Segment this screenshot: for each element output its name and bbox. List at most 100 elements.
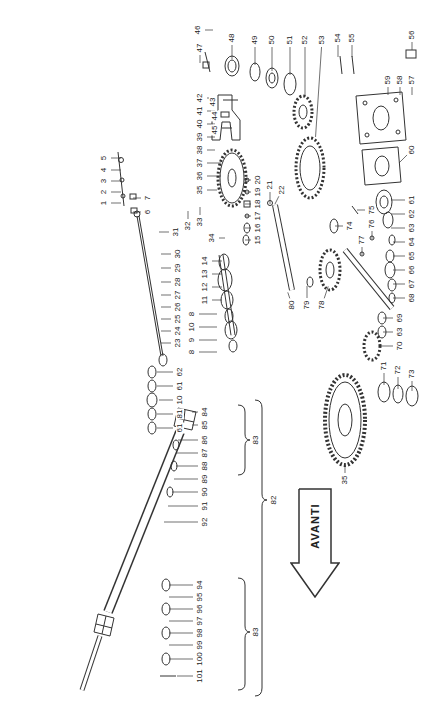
callout-number: 80 xyxy=(288,300,296,311)
callout-number: 16 xyxy=(254,223,262,234)
leader-line xyxy=(357,210,365,211)
callout-number: 73 xyxy=(408,369,416,380)
leader-line xyxy=(169,645,193,646)
leader-line xyxy=(212,274,222,275)
callout-number: 99 xyxy=(196,640,204,651)
leader-line xyxy=(207,150,215,151)
leader-line xyxy=(412,42,413,50)
direction-arrow: AVANTI xyxy=(290,488,340,598)
leader-line xyxy=(161,307,171,308)
main-shaft xyxy=(218,254,237,352)
leader-line xyxy=(352,45,353,57)
leader-line xyxy=(157,372,173,373)
callout-number: 74 xyxy=(346,221,354,232)
leader-line xyxy=(270,192,271,204)
leader-line xyxy=(188,211,189,219)
callout-number: 89 xyxy=(201,474,209,485)
callout-number: 68 xyxy=(408,293,416,304)
arrow-label: AVANTI xyxy=(309,503,321,548)
callout-number: 25 xyxy=(174,314,182,325)
callout-number: 41 xyxy=(196,106,204,117)
callout-number: 51 xyxy=(286,35,294,46)
callout-number: 56 xyxy=(408,30,416,41)
leader-line xyxy=(288,292,290,298)
leader-line xyxy=(388,87,389,95)
leader-line xyxy=(199,352,217,353)
leader-line xyxy=(157,428,173,429)
callout-number: 94 xyxy=(196,580,204,591)
leader-line xyxy=(393,270,405,271)
leader-line xyxy=(400,87,401,95)
callout-number: 54 xyxy=(334,33,342,44)
callout-number: 77 xyxy=(358,235,366,246)
callout-number: 4 xyxy=(100,167,108,173)
callout-number: 101 xyxy=(196,668,204,683)
leader-line xyxy=(372,231,373,239)
callout-number: 3 xyxy=(100,178,108,184)
callout-number: 92 xyxy=(201,517,209,528)
leader-line xyxy=(324,286,328,298)
leader-line xyxy=(272,47,273,71)
leader-line xyxy=(172,492,198,493)
leader-line xyxy=(159,232,169,233)
callout-number: 72 xyxy=(394,365,402,376)
callout-number: 71 xyxy=(380,361,388,372)
leader-line xyxy=(212,287,222,288)
callout-number: 100 xyxy=(196,651,204,666)
leader-line xyxy=(399,155,407,163)
ring-gear xyxy=(325,375,365,465)
leader-line xyxy=(345,463,346,473)
leader-line xyxy=(169,585,193,586)
callout-number: 76 xyxy=(368,219,376,230)
callout-number: 49 xyxy=(251,35,259,46)
callout-number: 90 xyxy=(201,487,209,498)
leader-line xyxy=(161,268,171,269)
leader-line xyxy=(133,212,141,213)
leader-line xyxy=(245,204,251,205)
callout-number: 52 xyxy=(301,35,309,46)
callout-number: 86 xyxy=(201,435,209,446)
leader-line xyxy=(164,522,198,523)
callout-number: 63 xyxy=(408,223,416,234)
callout-number: 48 xyxy=(228,33,236,44)
group-bracket xyxy=(238,400,267,696)
leader-line xyxy=(199,327,217,328)
bolt-set xyxy=(118,152,137,213)
leader-line xyxy=(245,228,251,229)
leader-line xyxy=(133,198,141,199)
leader-line xyxy=(338,45,339,57)
callout-number: 35 xyxy=(341,475,349,486)
leader-line xyxy=(245,192,251,193)
callout-number: 61 xyxy=(408,195,416,206)
callout-number: 98 xyxy=(196,628,204,639)
leader-line xyxy=(362,247,363,255)
leader-line xyxy=(207,137,215,138)
leader-line xyxy=(255,47,256,65)
leader-line xyxy=(207,163,221,164)
leader-line xyxy=(245,180,251,181)
leader-line xyxy=(111,170,121,171)
callout-number: 34 xyxy=(208,233,216,244)
ring-set xyxy=(147,366,157,434)
leader-line xyxy=(161,295,171,296)
callout-number: 2 xyxy=(100,189,108,195)
callout-number: 21 xyxy=(266,180,274,191)
leader-line xyxy=(161,319,171,320)
callout-number: 50 xyxy=(268,35,276,46)
leader-line xyxy=(157,414,173,415)
leader-line xyxy=(169,609,193,610)
leader-line xyxy=(169,621,193,622)
leader-line xyxy=(305,47,306,97)
callout-number: 59 xyxy=(384,75,392,86)
callout-number: 62 xyxy=(408,209,416,220)
callout-number: 85 xyxy=(201,420,209,431)
callout-number: 27 xyxy=(174,290,182,301)
callout-number: 18 xyxy=(254,199,262,210)
callout-number: 53 xyxy=(318,35,326,46)
callout-number: 78 xyxy=(318,300,326,311)
leader-line xyxy=(393,256,405,257)
leader-line xyxy=(169,659,193,660)
callout-number: 8 xyxy=(188,349,196,355)
callout-number: 63 xyxy=(396,327,404,338)
leader-line xyxy=(176,466,198,467)
